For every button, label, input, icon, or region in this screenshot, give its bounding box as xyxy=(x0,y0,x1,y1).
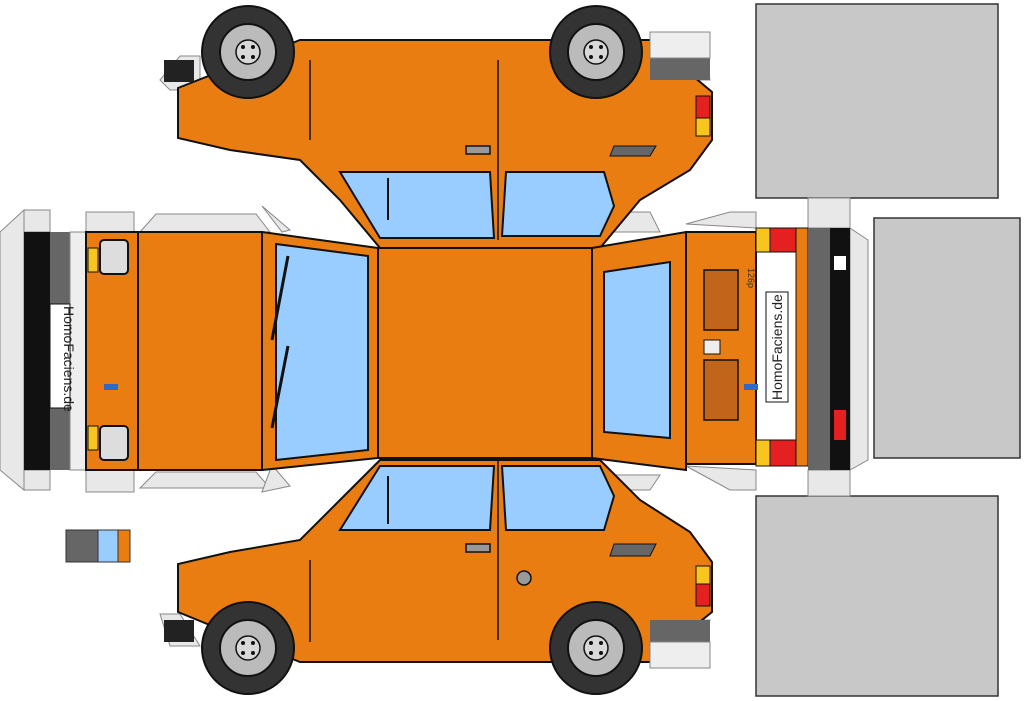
watermark-front: HomoFaciens.de xyxy=(49,303,77,412)
gray-panel-2 xyxy=(873,217,1021,459)
roof xyxy=(377,247,593,459)
hood xyxy=(85,231,263,471)
svg-text:126p: 126p xyxy=(746,268,756,288)
side-panel-bottom xyxy=(164,459,713,695)
front-wheel-top xyxy=(201,5,295,99)
svg-text:HomoFaciens.de: HomoFaciens.de xyxy=(769,294,785,400)
gray-panel-3 xyxy=(755,495,999,697)
front-wheel-bottom xyxy=(201,601,295,695)
windshield xyxy=(261,230,379,472)
rear-wheel-bottom xyxy=(549,601,643,695)
watermark-rear: HomoFaciens.de xyxy=(765,291,789,403)
fiat-badge-front xyxy=(104,384,118,390)
engine-lid: 126p xyxy=(685,231,758,465)
side-panel-top xyxy=(164,5,713,249)
color-swatch xyxy=(65,529,131,563)
rear-lights xyxy=(755,227,809,467)
rear-window xyxy=(591,230,696,472)
gray-panel-1 xyxy=(755,3,999,199)
fiat-badge-rear xyxy=(744,384,758,390)
rear-wheel-top xyxy=(549,5,643,99)
svg-text:HomoFaciens.de: HomoFaciens.de xyxy=(61,306,77,412)
rear-bumper xyxy=(808,228,850,470)
